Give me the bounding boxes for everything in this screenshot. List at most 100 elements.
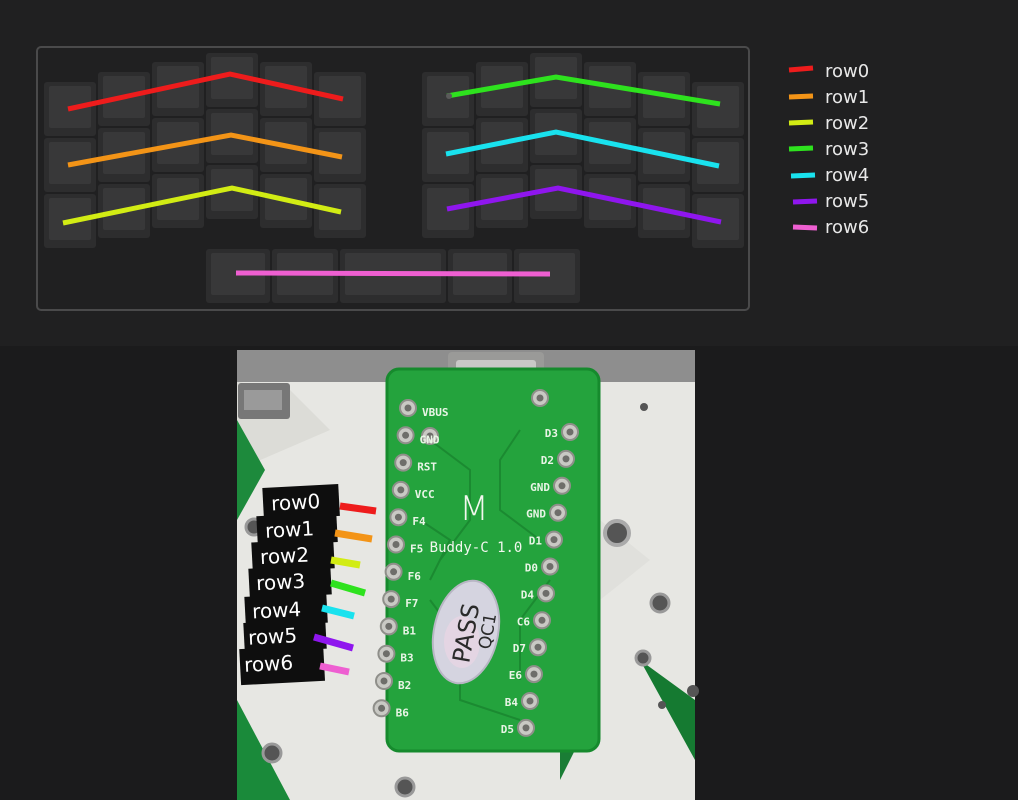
legend-label: row2 — [825, 113, 869, 134]
pin-header — [394, 453, 413, 472]
pin-label-left: F5 — [410, 543, 423, 556]
pin-label-right: C6 — [517, 615, 531, 628]
pin-label-right: D3 — [545, 427, 558, 440]
qc-sticker: PASS QC1 — [431, 579, 501, 685]
row-line-row0 — [67, 71, 344, 112]
pin-header — [382, 590, 401, 609]
pin-label-right: D0 — [525, 562, 538, 575]
screw-hole — [603, 519, 631, 547]
callout-label-row6: row6 — [243, 650, 293, 677]
row-line-row2 — [62, 185, 342, 226]
pcb-trace-shape — [640, 660, 695, 760]
keycap — [206, 53, 258, 107]
pin-label-right: D1 — [529, 535, 543, 548]
legend-item-row4: row4 — [790, 165, 869, 186]
legend-label: row1 — [825, 87, 869, 108]
keycap — [272, 249, 338, 303]
pin-header — [387, 535, 405, 554]
pin-label-left: VBUS — [422, 406, 449, 419]
callout-marker-row4 — [321, 604, 355, 620]
pin-label-right: GND — [526, 508, 546, 521]
pin-label-left: F6 — [408, 570, 422, 583]
row-lines — [62, 71, 722, 277]
screw-hole — [649, 592, 671, 614]
row-line-row1 — [67, 132, 343, 168]
pin-label-left: F4 — [412, 515, 426, 528]
callout-label-row3: row3 — [255, 569, 305, 596]
legend-item-row3: row3 — [788, 139, 869, 160]
pin-label-right: D4 — [521, 588, 535, 601]
keyboard-outline — [36, 46, 750, 311]
pin-header — [377, 644, 396, 663]
pin-header — [533, 611, 551, 630]
screw-hole — [640, 403, 648, 411]
pin-header — [391, 480, 410, 499]
pin-header — [537, 584, 555, 603]
legend-label: row3 — [825, 139, 869, 160]
pin-header — [541, 557, 559, 576]
legend-label: row6 — [825, 217, 869, 238]
screw-hole — [634, 649, 652, 667]
callout-label-row1: row1 — [264, 516, 314, 543]
pin-header — [517, 718, 535, 737]
pin-header — [529, 638, 547, 657]
legend-item-row0: row0 — [788, 61, 869, 82]
pin-header — [561, 423, 579, 441]
legend-item-row1: row1 — [788, 87, 869, 108]
pin-label-left: B1 — [403, 624, 417, 637]
pin-header — [389, 508, 408, 527]
legend-item-row6: row6 — [792, 217, 869, 238]
legend-label: row5 — [825, 191, 869, 212]
pin-header — [372, 699, 391, 718]
pin-label-right: D5 — [501, 723, 514, 736]
pin-header — [396, 426, 415, 445]
pin-header — [521, 692, 539, 710]
pin-label-left: VCC — [415, 488, 435, 501]
pin-header — [525, 665, 543, 684]
pin-header — [549, 503, 567, 522]
callout-marker-row2 — [330, 556, 361, 569]
pin-header — [553, 476, 571, 495]
callout-marker-row0 — [339, 502, 377, 515]
screw-hole — [658, 701, 666, 709]
pin-label-left: F7 — [405, 597, 418, 610]
row-line-row6 — [235, 270, 551, 277]
pcb-trace-shape — [237, 420, 265, 520]
row-line-row4 — [445, 129, 720, 169]
pin-label-right: GND — [530, 481, 550, 494]
callout-marker-row6 — [319, 662, 350, 676]
pin-labels: VBUSD3GNDD2RSTGNDVCCGNDF4D1F5D0F6D4F7C6B… — [396, 406, 558, 736]
callout-marker-row1 — [334, 529, 373, 543]
callout-label-row0: row0 — [271, 489, 321, 516]
controller-pins — [372, 389, 579, 737]
pin-label-right: D2 — [541, 454, 554, 467]
legend-label: row4 — [825, 165, 869, 186]
pin-header — [421, 427, 439, 445]
row-line-row5 — [446, 185, 722, 225]
row-callouts: row0 row1 row2 row3 row4 row5 row6 — [239, 483, 377, 686]
screw-hole — [394, 776, 416, 798]
callout-label-row5: row5 — [247, 623, 297, 650]
pin-label-right: D7 — [513, 642, 526, 655]
legend-item-row5: row5 — [792, 191, 869, 212]
screw-hole — [261, 742, 283, 764]
pin-header — [557, 449, 575, 468]
pin-header — [384, 562, 403, 581]
row-line-row3 — [446, 74, 721, 107]
board-logo: M — [459, 489, 488, 529]
pin-header — [531, 389, 549, 407]
pin-header — [399, 399, 417, 417]
pin-label-left: B2 — [398, 679, 411, 692]
pin-header — [545, 530, 563, 549]
callout-label-row2: row2 — [259, 543, 309, 570]
keycap — [530, 109, 582, 163]
pin-label-left: B3 — [400, 652, 413, 665]
pin-label-left: GND — [420, 433, 440, 446]
keycap — [692, 82, 744, 136]
pin-header — [379, 617, 398, 636]
callout-marker-row5 — [313, 633, 354, 652]
legend-item-row2: row2 — [788, 113, 869, 134]
board-traces — [419, 429, 551, 721]
callout-marker-row3 — [330, 579, 366, 597]
